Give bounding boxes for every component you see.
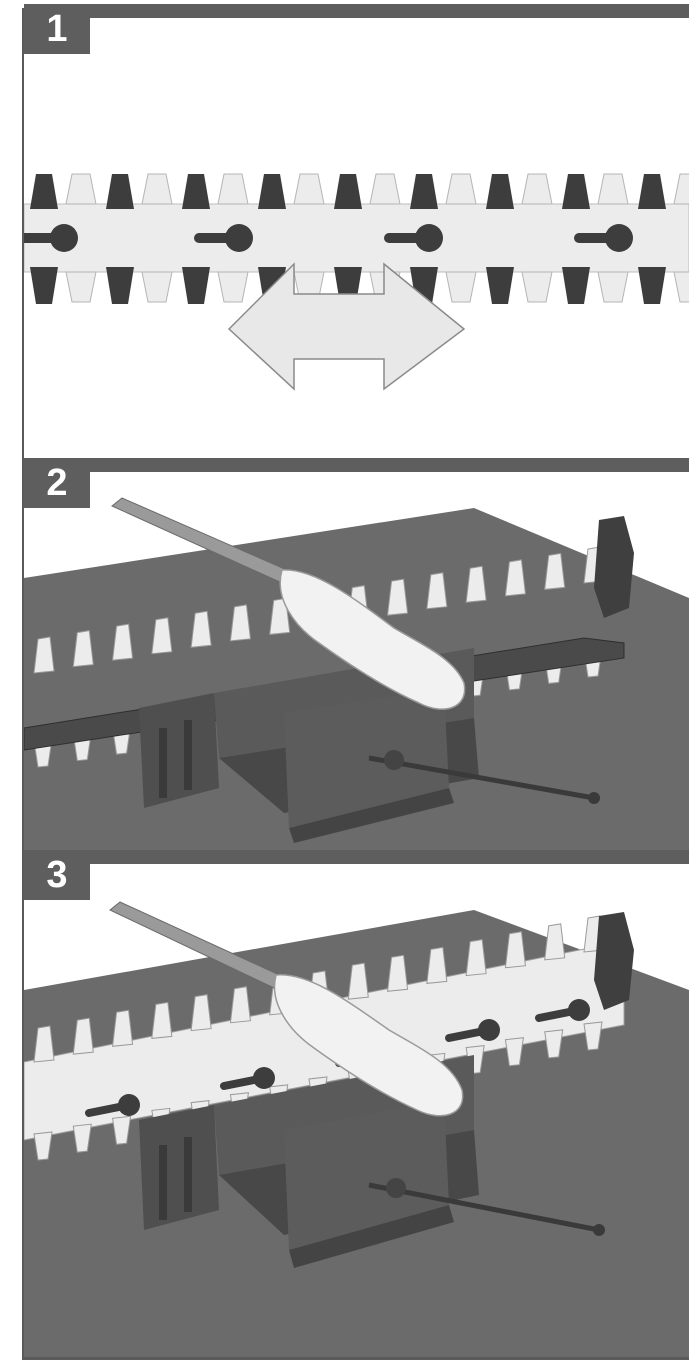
step-header-bar-2: [24, 458, 689, 472]
front-blade-teeth-top: [30, 174, 666, 209]
step-header-bar-3: [24, 850, 689, 864]
blade-tip: [594, 516, 634, 618]
blade-motion-illustration: [24, 4, 689, 458]
filing-front-blade-illustration: [24, 458, 689, 850]
step-panel-3: 3: [24, 850, 689, 1360]
rear-blade-teeth-top: [66, 174, 689, 204]
step-number-3: 3: [24, 850, 90, 900]
step-number-2: 2: [24, 458, 90, 508]
step-number-1: 1: [24, 4, 90, 54]
blade-tip: [594, 912, 634, 1010]
step-panel-2: 2: [24, 458, 689, 850]
step-panel-1: 1: [24, 4, 689, 458]
filing-rear-blade-illustration: [24, 850, 689, 1360]
step-header-bar-1: [24, 4, 689, 18]
